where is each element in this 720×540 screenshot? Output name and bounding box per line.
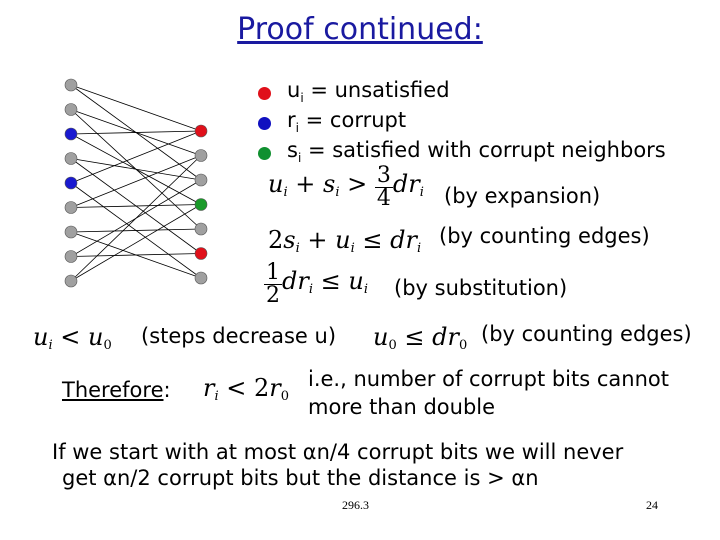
- equation-counting-edges-2: u0 ≤ dr0: [373, 323, 468, 353]
- final-statement-line-1: If we start with at most αn/4 corrupt bi…: [52, 440, 624, 464]
- left-node-gray: [64, 201, 78, 214]
- left-node-gray: [64, 250, 78, 263]
- right-node-red: [194, 247, 208, 260]
- graph-edge: [70, 84, 202, 132]
- graph-edge: [70, 130, 202, 184]
- note-steps-decrease: (steps decrease u): [141, 324, 337, 348]
- graph-edge: [70, 158, 202, 181]
- equation-therefore: ri < 2r0: [203, 374, 290, 404]
- graph-edge: [70, 204, 202, 208]
- graph-edge: [70, 228, 202, 233]
- legend-green-dot: [258, 147, 271, 160]
- conclusion-line-1: i.e., number of corrupt bits cannot: [308, 367, 669, 391]
- note-by-counting-edges-2: (by counting edges): [481, 322, 692, 346]
- graph-edge: [70, 155, 202, 208]
- legend-blue-dot: [258, 117, 271, 130]
- note-by-substitution: (by substitution): [394, 276, 568, 300]
- legend-corrupt: ri = corrupt: [287, 108, 407, 135]
- note-by-counting-edges-1: (by counting edges): [439, 224, 650, 248]
- left-node-gray: [64, 78, 78, 92]
- final-statement-line-2: get αn/2 corrupt bits but the distance i…: [62, 466, 539, 490]
- graph-edge: [70, 130, 202, 135]
- therefore-label: Therefore:: [62, 378, 171, 402]
- left-node-gray: [64, 103, 78, 116]
- footer-page-number: 24: [646, 498, 658, 512]
- right-node-red: [194, 124, 208, 138]
- left-node-gray: [64, 274, 78, 288]
- bipartite-graph: [64, 78, 208, 288]
- right-node-gray: [194, 173, 208, 187]
- footer-course-number: 296.3: [342, 498, 369, 512]
- page-title: Proof continued:: [237, 12, 483, 47]
- right-node-gray: [194, 271, 208, 285]
- legend-satisfied: si = satisfied with corrupt neighbors: [287, 138, 666, 165]
- legend-unsatisfied: ui = unsatisfied: [287, 78, 450, 105]
- conclusion-line-2: more than double: [308, 395, 496, 419]
- left-node-gray: [64, 225, 78, 239]
- left-node-gray: [64, 152, 78, 165]
- equation-steps-decrease: ui < u0: [33, 323, 112, 353]
- left-node-blue: [64, 127, 78, 141]
- right-node-gray: [194, 149, 208, 162]
- equation-counting-edges-1: 2si + ui ≤ dri: [268, 226, 422, 256]
- left-node-blue: [64, 176, 78, 190]
- right-node-gray: [194, 222, 208, 236]
- legend-red-dot: [258, 87, 271, 100]
- graph-edge: [70, 253, 202, 257]
- graph-edge: [70, 155, 202, 282]
- note-by-expansion: (by expansion): [444, 184, 601, 208]
- graph-edge: [70, 204, 202, 282]
- right-node-green: [194, 198, 208, 211]
